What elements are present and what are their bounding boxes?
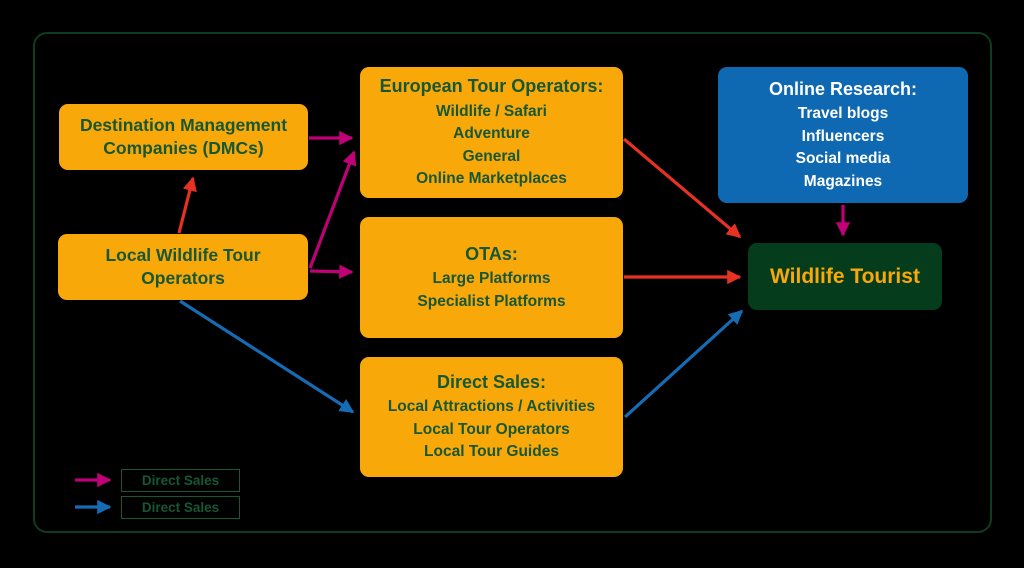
node-wildlife-tourist: Wildlife Tourist [748,243,942,310]
node-direct-sales: Direct Sales: Local Attractions / Activi… [360,357,623,477]
legend-box-magenta: Direct Sales [121,469,240,492]
node-item: Influencers [801,127,885,145]
node-title: European Tour Operators: [379,76,604,97]
node-title: OTAs: [465,243,518,264]
diagram-frame [33,32,992,533]
node-local-operators-title: Local Wildlife Tour Operators [105,245,261,288]
legend-label: Direct Sales [141,500,220,515]
node-item: Local Tour Operators [413,420,570,438]
node-item: General [462,147,521,165]
node-item: Travel blogs [797,105,889,123]
legend-box-blue: Direct Sales [121,496,240,519]
node-item: Local Attractions / Activities [387,398,596,416]
node-european-tour-operators: European Tour Operators: Wildlife / Safa… [360,67,623,198]
node-item: Large Platforms [432,270,551,288]
node-otas: OTAs: Large Platforms Specialist Platfor… [360,217,623,338]
node-item: Online Marketplaces [416,170,567,188]
node-wildlife-tourist-title: Wildlife Tourist [770,264,920,288]
node-item: Magazines [803,172,883,190]
node-title: Direct Sales: [436,372,547,393]
legend-label: Direct Sales [141,473,220,488]
node-local-operators: Local Wildlife Tour Operators [58,234,308,300]
node-item: Local Tour Guides [424,443,559,461]
node-online-research: Online Research: Travel blogs Influencer… [718,67,968,203]
node-item: Social media [795,150,891,168]
node-dmc-title: Destination Management Companies (DMCs) [79,115,288,158]
node-item: Specialist Platforms [417,292,566,310]
node-title: Online Research: [768,78,918,99]
node-item: Adventure [453,125,530,143]
node-item: Wildlife / Safari [436,102,547,120]
node-dmc: Destination Management Companies (DMCs) [59,104,308,170]
